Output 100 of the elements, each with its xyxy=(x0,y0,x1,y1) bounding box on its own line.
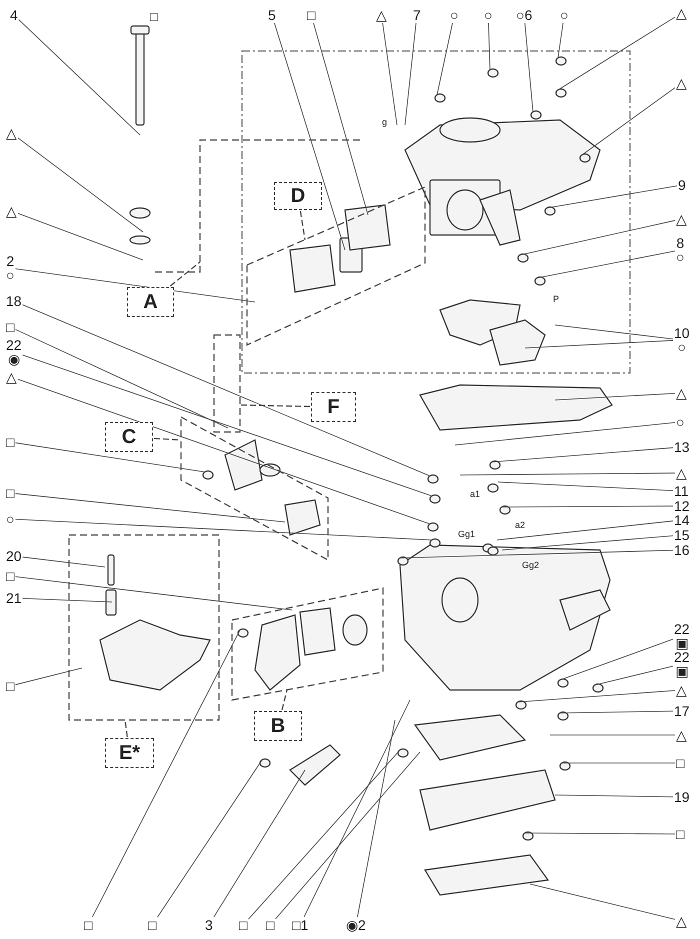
leader-line xyxy=(18,378,430,524)
callout-mark: 2 xyxy=(358,918,366,932)
leader-line xyxy=(524,340,674,348)
leader-line xyxy=(530,884,676,920)
callout-mark: 22 xyxy=(674,622,690,636)
callout-mark: □ xyxy=(266,918,274,932)
leader-line xyxy=(524,832,676,834)
callout-mark: △ xyxy=(376,8,387,22)
leader-line xyxy=(274,22,346,250)
callout-mark: □ xyxy=(84,918,92,932)
callout-mark: □ xyxy=(292,918,300,932)
callout-mark: 21 xyxy=(6,591,22,605)
callout-mark: 2 xyxy=(6,254,14,268)
part-code-label: Gg2 xyxy=(522,561,540,570)
callout-mark: □ xyxy=(676,827,684,841)
callout-mark: △ xyxy=(676,386,687,400)
leader-line xyxy=(22,598,112,602)
leader-line xyxy=(15,518,432,540)
leader-line xyxy=(92,630,240,918)
leader-line xyxy=(536,250,676,278)
leader-line xyxy=(18,19,140,136)
leader-line xyxy=(496,520,674,540)
callout-mark: ○ xyxy=(450,8,458,22)
leader-line xyxy=(22,354,432,496)
leader-line xyxy=(15,268,256,302)
leader-line xyxy=(550,734,676,736)
dashed-connector xyxy=(170,262,200,286)
callout-mark: △ xyxy=(676,212,687,226)
leader-line xyxy=(492,447,674,462)
callout-mark: 8 xyxy=(676,236,684,250)
callout-mark: 22 xyxy=(674,650,690,664)
leader-line xyxy=(248,750,400,920)
callout-mark: 18 xyxy=(6,294,22,308)
leader-line xyxy=(15,668,82,686)
leader-line xyxy=(502,535,674,550)
leader-line xyxy=(382,22,398,126)
leader-line xyxy=(213,770,306,918)
leader-line xyxy=(562,762,676,764)
callout-mark: 16 xyxy=(674,543,690,557)
leader-line xyxy=(22,304,430,476)
leader-line xyxy=(560,710,674,714)
leader-line xyxy=(454,422,676,446)
group-letter-box: F xyxy=(311,392,356,422)
leader-line xyxy=(498,482,674,491)
callout-mark: □ xyxy=(6,435,14,449)
callout-mark: 19 xyxy=(674,790,690,804)
leader-line xyxy=(558,16,676,90)
callout-mark: ○ xyxy=(6,512,14,526)
callout-mark: △ xyxy=(6,370,17,384)
callout-mark: □ xyxy=(6,486,14,500)
callout-mark: ○ xyxy=(676,415,684,429)
leader-line xyxy=(488,22,490,70)
leader-line xyxy=(460,472,676,476)
callout-mark: 7 xyxy=(413,8,421,22)
leader-line xyxy=(560,638,674,680)
leader-line xyxy=(524,22,534,112)
leader-line xyxy=(554,392,676,400)
leader-line xyxy=(558,22,564,58)
callout-mark: 10 xyxy=(674,326,690,340)
callout-mark: ▣ xyxy=(675,636,688,650)
callout-mark: ○ xyxy=(484,8,492,22)
group-letter-box: C xyxy=(105,422,153,452)
callout-mark: △ xyxy=(676,76,687,90)
callout-mark: △ xyxy=(676,6,687,20)
callout-mark: 11 xyxy=(674,484,689,498)
callout-mark: △ xyxy=(6,204,17,218)
leader-line xyxy=(18,138,144,232)
callout-mark: △ xyxy=(676,728,687,742)
callout-mark: ◉ xyxy=(346,918,358,932)
leader-line xyxy=(546,185,678,208)
part-code-label: g xyxy=(382,118,388,127)
callout-mark: □ xyxy=(148,918,156,932)
callout-mark: 14 xyxy=(674,513,690,527)
leader-line xyxy=(554,794,674,798)
callout-mark: 1 xyxy=(300,918,308,932)
leader-line xyxy=(22,556,106,568)
callout-mark: ○ xyxy=(676,250,684,264)
callout-mark: 4 xyxy=(10,8,18,22)
leader-line xyxy=(15,576,292,610)
callout-mark: 17 xyxy=(674,704,690,718)
callout-mark: 9 xyxy=(678,178,686,192)
leader-line xyxy=(404,22,416,126)
callout-mark: ◉ xyxy=(8,352,20,366)
callout-mark: □ xyxy=(307,8,316,22)
callout-mark: □ xyxy=(6,679,14,693)
group-letter-box: B xyxy=(254,711,302,741)
leader-line xyxy=(157,760,262,918)
callout-mark: 22 xyxy=(6,338,22,352)
leader-line xyxy=(594,666,674,686)
callout-mark: 5 xyxy=(268,8,276,22)
dashed-connector xyxy=(240,404,310,408)
part-code-label: Gg1 xyxy=(458,530,476,539)
callout-mark: ○ xyxy=(516,8,524,22)
callout-mark: □ xyxy=(6,569,14,583)
callout-mark: 20 xyxy=(6,549,22,563)
callout-mark: 12 xyxy=(674,499,690,513)
callout-mark: ○ xyxy=(560,8,568,22)
callout-mark: □ xyxy=(239,918,248,932)
leader-line xyxy=(357,720,396,918)
callout-mark: △ xyxy=(676,466,687,480)
